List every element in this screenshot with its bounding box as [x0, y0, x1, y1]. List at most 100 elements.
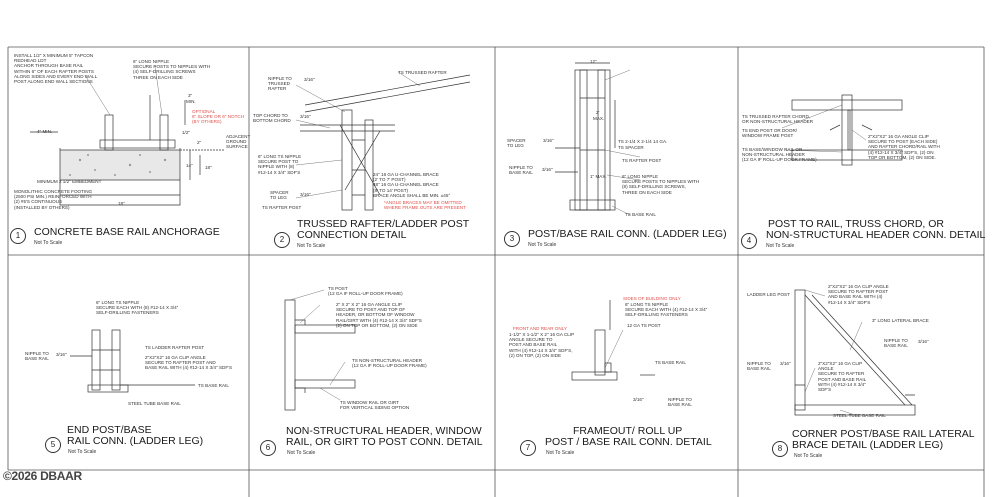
- detail-number-4: 4: [741, 233, 757, 249]
- detail-scale-5: Not To Scale: [68, 449, 97, 455]
- d1-anchor-note: INSTALL 1/2" x MINIMUM 5" TAPCONREDHEAD …: [14, 53, 98, 85]
- detail-number-5: 5: [45, 437, 61, 453]
- d3-weld-2: 3/16": [542, 167, 553, 172]
- d3-rafter-post: TS RAFTER POST: [622, 158, 662, 163]
- detail-title-6b: RAIL, OR GIRT TO POST CONN. DETAIL: [286, 436, 483, 448]
- d2-rafter-post: TS RAFTER POST: [262, 205, 302, 210]
- detail-title-2a: TRUSSED RAFTER/LADDER POST: [297, 218, 470, 230]
- detail-title-2b: CONNECTION DETAIL: [297, 229, 407, 241]
- detail-title-8a: CORNER POST/BASE RAIL LATERAL: [792, 428, 975, 440]
- detail-number-7: 7: [520, 440, 536, 456]
- d3-ts-spacer: TS SPACER: [618, 145, 644, 150]
- detail-title-4a: POST TO RAIL, TRUSS CHORD, OR: [768, 218, 945, 230]
- copyright-watermark: ©2026 DBAAR: [3, 469, 82, 483]
- d7-base-rail: TS BASE RAIL: [655, 360, 686, 365]
- d7-sides-only: SIDES OF BUILDING ONLY: [623, 296, 681, 301]
- detail-scale-3: Not To Scale: [528, 242, 557, 248]
- detail-scale-8: Not To Scale: [794, 453, 823, 459]
- d5-weld: 3/16": [56, 352, 67, 357]
- d1-dim-4in: 4" MIN.: [37, 129, 53, 134]
- d1-footing-note: MONOLITHIC CONCRETE FOOTING(2500 PSI MIN…: [14, 189, 93, 210]
- d3-weld-1: 3/16": [543, 138, 554, 143]
- detail-scale-7: Not To Scale: [546, 450, 575, 456]
- d5-steel-tube: STEEL TUBE BASE RAIL: [128, 401, 181, 406]
- d5-base-rail: TS BASE RAIL: [198, 383, 229, 388]
- d7-weld: 3/16": [633, 397, 644, 402]
- detail-scale-1: Not To Scale: [34, 240, 63, 246]
- detail-title-3: POST/BASE RAIL CONN. (LADDER LEG): [528, 228, 727, 240]
- d3-dim-2ft: 2': [596, 110, 600, 115]
- d3-ts-size: TS 2-1/4 x 2-1/4 14 Ga.: [618, 139, 668, 144]
- detail-number-6: 6: [260, 440, 276, 456]
- d8-ladder-post: LADDER LEG POST: [747, 292, 790, 297]
- d3-dim-max: Max.: [593, 116, 605, 121]
- d4-endpost-note: TS END POST OR DOOR/WINDOW FRAME POST: [742, 128, 798, 139]
- d1-embed-note: MINIMUM 2 1/2" EMBEDMENT: [37, 179, 102, 184]
- d8-weld-left: 3/16": [780, 361, 791, 366]
- detail-scale-2: Not To Scale: [297, 243, 326, 249]
- detail-title-1: CONCRETE BASE RAIL ANCHORAGE: [34, 226, 220, 238]
- d3-base-rail: TS BASE RAIL: [625, 212, 656, 217]
- d8-steel-tube: STEEL TUBE BASE RAIL: [833, 413, 886, 418]
- d1-dim-3in: 3": [188, 93, 193, 98]
- d1-dim-14in: 14": [186, 163, 193, 168]
- detail-number-2: 2: [274, 232, 290, 248]
- d8-lateral-brace: 3" LONG LATERAL BRACE: [872, 318, 929, 323]
- d1-dim-2in: 2": [197, 140, 202, 145]
- d1-dim-18in-b: 18": [118, 201, 125, 206]
- d3-dim-12: 12": [590, 59, 597, 64]
- d1-dim-min: MIN.: [186, 99, 196, 104]
- d3-max-1: 1" Max.: [590, 174, 607, 179]
- detail-number-1: 1: [10, 228, 26, 244]
- d1-dim-half: 1/2": [182, 130, 191, 135]
- detail-title-6a: NON-STRUCTURAL HEADER, WINDOW: [286, 425, 482, 437]
- detail-title-5b: RAIL CONN. (LADDER LEG): [67, 435, 204, 447]
- detail-title-8b: BRACE DETAIL (LADDER LEG): [792, 439, 944, 451]
- detail-title-4b: NON-STRUCTURAL HEADER CONN. DETAIL: [766, 229, 986, 241]
- d2-weld-1: 3/16": [304, 77, 315, 82]
- d2-brace-note: 24" 16 GA U-CHANNEL BRACE(2' TO 7' POST)…: [373, 172, 451, 198]
- d8-weld-right: 3/16": [918, 339, 929, 344]
- detail-number-3: 3: [504, 231, 520, 247]
- detail-number-8: 8: [772, 441, 788, 457]
- d2-weld-2: 3/16": [300, 114, 311, 119]
- d6-header-note: TS NON-STRUCTURAL HEADER(12 GA IF ROLL-U…: [352, 358, 427, 369]
- detail-title-5a: END POST/BASE: [67, 424, 152, 436]
- d2-weld-3: 3/16": [300, 192, 311, 197]
- d7-post: 12 GA TS POST: [627, 323, 661, 328]
- detail-scale-6: Not To Scale: [287, 450, 316, 456]
- d4-chord-note: TS TRUSSED RAFTER CHORD,OR NON-STRUCTURA…: [742, 114, 814, 125]
- d7-front-rear-only: FRONT AND REAR ONLY: [513, 326, 567, 331]
- detail-title-7b: POST / BASE RAIL CONN. DETAIL: [545, 436, 712, 448]
- d2-trussed-rafter: TS TRUSSED RAFTER: [398, 70, 447, 75]
- detail-scale-4: Not To Scale: [766, 243, 795, 249]
- d6-post-note: TS POST(12 GA IF ROLL-UP DOOR FRAME): [328, 286, 403, 297]
